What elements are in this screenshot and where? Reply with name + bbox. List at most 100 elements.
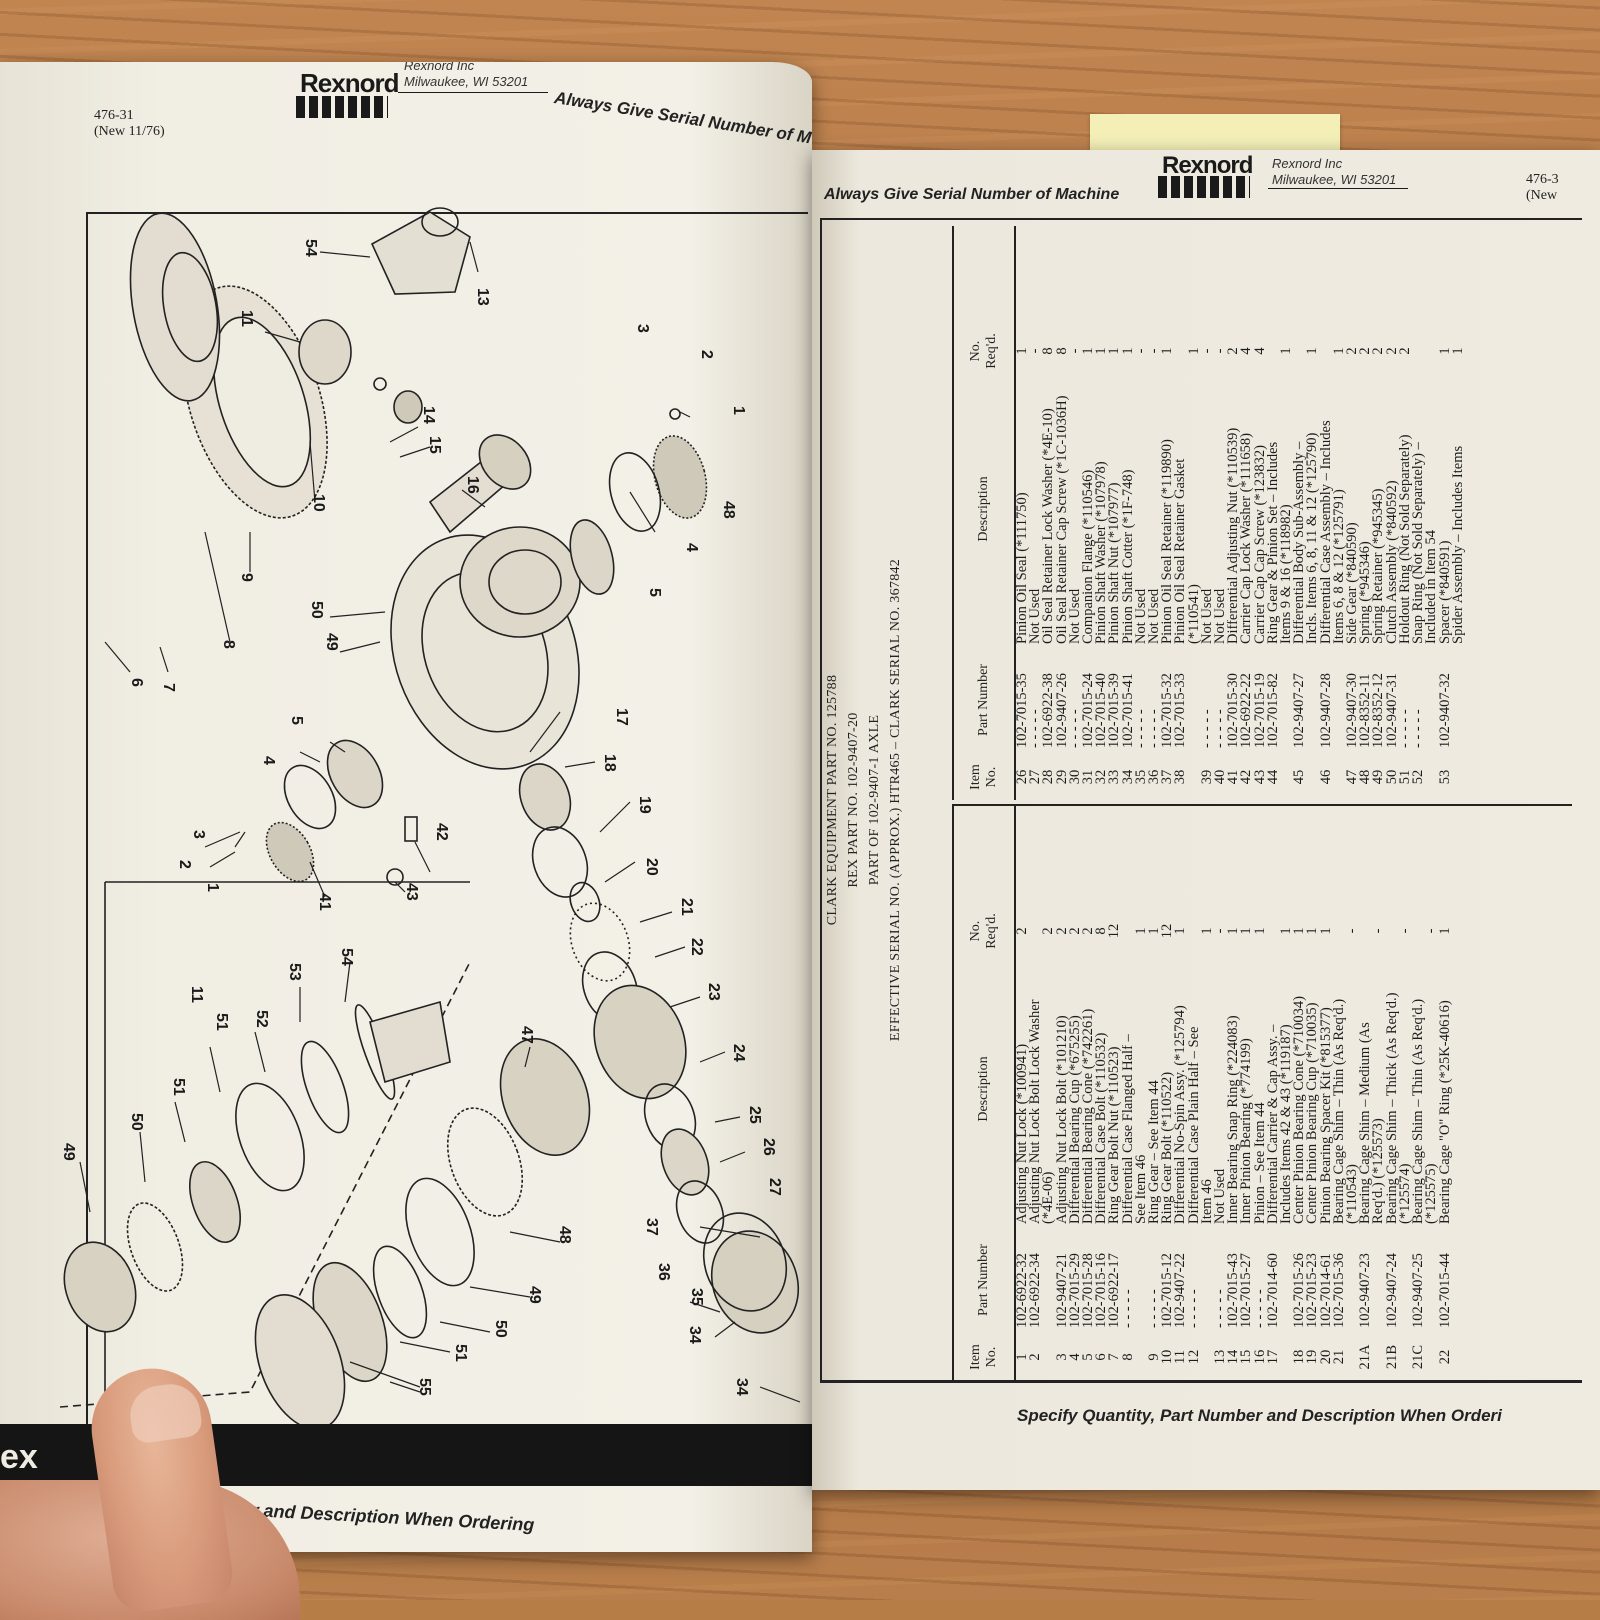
header-description-right: Description [976,476,991,542]
description-cell: Carrier Cap Lock Washer (*111658) [1240,433,1254,644]
part-number-cell: 102-7015-27 [1240,1253,1254,1328]
qty-cell: 4 [1254,328,1267,374]
callout-35: 34 [686,1326,703,1344]
callout-9: 9 [238,573,255,582]
item-no-cell [1399,1334,1412,1380]
item-no-cell [1280,754,1293,800]
item-no-cell: 27 [1029,769,1043,785]
part-number-cell: - - - - - [1122,1232,1135,1334]
part-number-cell: - - - - - [1412,652,1425,754]
description-cell: Bearing Cage Shim – Thick (As Req'd.) [1385,992,1399,1225]
part-number-cell [1280,652,1293,754]
description-cell: Not Used [1214,1168,1228,1224]
item-no-cell: 44 [1266,769,1281,785]
callout-47b: 47 [518,1026,535,1044]
right-page-revision: (New [1526,188,1558,203]
item-no-cell [1425,1334,1438,1380]
item-no-cell: 10 [1161,1349,1175,1365]
item-no-cell: 21 [1332,1349,1347,1365]
header-description: Description [976,1056,991,1122]
table-row: 12- - - - -Differential Case Plain Half … [1188,806,1201,1380]
table-row: Included in Item 54 [1425,226,1438,800]
callout-22: 22 [688,938,705,956]
item-no-cell: 17 [1266,1349,1281,1365]
part-number-cell: 102-8352-11 [1359,673,1373,748]
item-no-cell: 2 [1029,1334,1042,1380]
left-brand-bars [296,96,388,118]
callout-14: 14 [420,406,437,424]
description-cell: Not Used [1200,588,1215,644]
item-no-cell: 29 [1055,769,1069,785]
callout-48: 50 [128,1113,145,1131]
qty-cell: - [1029,328,1042,374]
description-cell: Incls. Items 6, 8, 11 & 12 (*125790) [1306,432,1320,644]
qty-cell: 12 [1108,923,1122,939]
description-cell: Differential Case Assembly – Includes [1319,420,1333,644]
item-no-cell: 53 [1438,769,1452,785]
item-no-cell: 6 [1095,1334,1108,1380]
item-no-cell [1135,1334,1148,1380]
item-no-cell: 22 [1438,1349,1452,1365]
part-number-cell: 102-7015-24 [1082,673,1096,748]
parts-column-right: Item No. Part Number Description No. Req… [952,226,1465,800]
description-cell: Bearing Cage Shim – Thin (As Req'd.) [1412,998,1426,1224]
part-number-cell: - - - - - [1214,1232,1227,1334]
table-row: 52- - - - -Snap Ring (Not Sold Separatel… [1412,226,1425,800]
description-cell: Pinion Bearing Spacer Kit (*815377) [1319,1007,1333,1224]
description-cell: Includes Items 42 & 43 (*119187) [1280,1024,1294,1224]
qty-cell [1359,908,1372,954]
part-number-cell: - - - - - [1188,1232,1201,1334]
item-no-cell [1372,1334,1385,1380]
item-no-cell: 45 [1293,769,1307,785]
item-no-cell: 18 [1293,1349,1307,1365]
qty-cell: 2 [1056,908,1069,954]
left-footer-logo: ex [0,1438,38,1476]
parts-list-rotated: CLARK EQUIPMENT PART NO. 125788 REX PART… [822,220,1582,1380]
part-number-cell: 102-6922-38 [1042,673,1056,748]
pinion-bearing-stack-drawing [518,763,800,1334]
qty-cell [1122,908,1135,954]
part-number-cell [1425,1232,1438,1334]
table-row: See Item 461 [1135,806,1148,1380]
callout-39: 42 [433,823,450,841]
parts-column-right-header: Item No. Part Number Description No. Req… [952,226,1016,800]
pinion-shaft-drawing [373,377,532,534]
part-number-cell: 102-7015-30 [1227,673,1241,748]
part-number-cell: 102-7015-39 [1108,673,1122,748]
item-no-cell: 15 [1240,1349,1254,1365]
description-cell: Adjusting Nut Lock Bolt Lock Washer [1029,999,1043,1225]
qty-cell: 2 [1042,908,1055,954]
part-number-cell: 102-9407-25 [1412,1253,1426,1328]
table-row: (*125574)- [1399,806,1412,1380]
callout-41b: 41 [316,893,333,911]
callout-43: 50 [308,601,325,619]
description-cell: (*125575) [1425,1163,1439,1224]
qty-cell: 1 [1333,328,1346,374]
qty-cell: 1 [1082,328,1095,374]
qty-cell: 2 [1069,908,1082,954]
item-no-cell: 20 [1319,1349,1333,1365]
callout-12: 54 [302,239,319,257]
part-number-cell: 102-9407-27 [1293,673,1307,748]
callout-4: 4 [683,543,700,552]
description-cell: Item 46 [1200,1179,1215,1224]
item-no-cell [1425,754,1438,800]
adjusting-parts-lower-drawing [265,739,418,886]
qty-cell [1386,908,1399,954]
description-cell: Differential Bearing Cup (*675255) [1068,1015,1083,1224]
item-no-cell: 1 [1016,1334,1029,1380]
qty-cell: 1 [1306,908,1319,954]
item-no-cell: 38 [1174,769,1188,785]
table-row: Includes Items 42 & 43 (*119187)1 [1280,806,1293,1380]
